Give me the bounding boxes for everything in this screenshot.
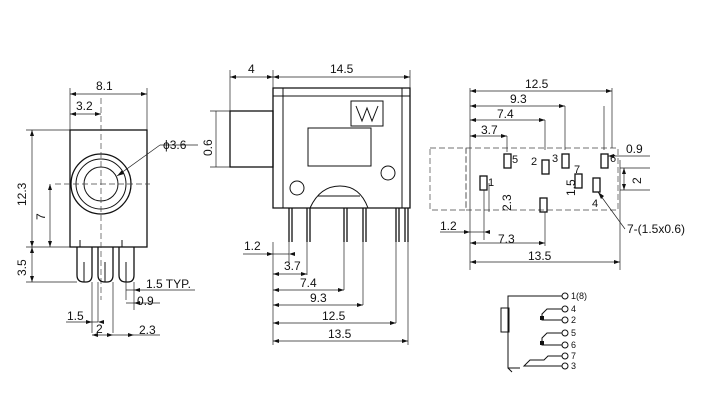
fp-dim-bottom-3: 13.5 [528, 249, 552, 263]
side-nose [229, 110, 274, 168]
schematic: 1(8) 4 2 5 6 7 3 [500, 291, 587, 373]
dim-pin-2: 3.7 [284, 259, 301, 273]
side-hole-right [380, 165, 396, 181]
dim-body-length: 14.5 [330, 62, 354, 76]
schematic-sleeve [500, 307, 510, 333]
slot-6 [600, 153, 609, 169]
dim-hole-dia: ϕ3.6 [163, 138, 187, 152]
fp-pin-2: 2 [531, 156, 537, 168]
fp-pin-7: 7 [574, 164, 580, 176]
sch-pin-2-circle [561, 316, 569, 324]
fp-dim-right-h: 2 [630, 177, 644, 184]
slot-5 [503, 153, 512, 169]
slot-3 [561, 153, 570, 169]
fp-dim-top-3: 7.4 [497, 107, 514, 121]
sch-label-5: 5 [571, 328, 576, 338]
slot-2 [541, 159, 550, 175]
dim-pin-left: 1.5 [67, 309, 84, 323]
fp-dim-slot-w: 1.5 [564, 179, 578, 196]
sch-pin-7-circle [561, 352, 569, 360]
sch-pin-5-circle [561, 329, 569, 337]
dim-pin-pitch-a: 2 [96, 322, 103, 336]
side-view: 4 14.5 0.6 1.2 3.7 7.4 9.3 [201, 62, 411, 345]
fp-dim-left-w: 2.3 [500, 194, 514, 211]
fp-dim-top-1: 12.5 [525, 77, 549, 91]
dim-pin-5: 12.5 [322, 309, 346, 323]
front-view: 8.1 3.2 ϕ3.6 12.3 7 3.5 [15, 79, 198, 337]
pcb-footprint: 12.5 9.3 7.4 3.7 5 2 3 6 1 7 [429, 77, 685, 270]
sch-pin-6-circle [561, 341, 569, 349]
sch-pin-3-circle [561, 362, 569, 370]
front-pin-1 [76, 247, 93, 283]
fp-dim-right-w: 0.9 [626, 142, 643, 156]
sch-pin-4-circle [561, 305, 569, 313]
dim-pin-width: 1.5 TYP. [146, 277, 191, 291]
front-pin-3 [118, 247, 135, 283]
dim-height-total: 12.3 [15, 182, 29, 206]
dim-pin-6: 13.5 [328, 327, 352, 341]
footprint-body-outline [465, 147, 619, 211]
side-bump [309, 185, 369, 209]
footprint-nose-outline [429, 147, 467, 211]
sch-label-6: 6 [571, 340, 576, 350]
sch-label-3: 3 [571, 361, 576, 371]
fp-dim-bottom-2: 7.3 [498, 232, 515, 246]
dim-pin-length: 3.5 [15, 259, 29, 276]
fp-dim-bottom-1: 1.2 [440, 219, 457, 233]
fp-pin-6: 6 [610, 153, 616, 165]
dim-nose-height: 0.6 [201, 139, 215, 156]
sch-label-4: 4 [571, 304, 576, 314]
dim-pin-thickness: 0.9 [137, 294, 154, 308]
side-pins [288, 208, 409, 242]
sch-label-2: 2 [571, 315, 576, 325]
fp-dim-top-4: 3.7 [481, 123, 498, 137]
fp-pin-3: 3 [552, 153, 558, 165]
sch-label-1: 1(8) [571, 291, 587, 301]
fp-slot-callout: 7-(1.5x0.6) [627, 222, 685, 236]
sch-label-7: 7 [571, 351, 576, 361]
front-pins [76, 247, 135, 283]
side-logo-box [350, 100, 384, 127]
sch-pin-1-circle [561, 292, 569, 300]
dim-pin-4: 9.3 [310, 291, 327, 305]
slot-7 [574, 173, 583, 189]
dim-pin-1: 1.2 [244, 239, 261, 253]
dim-pin-3: 7.4 [300, 276, 317, 290]
slot-4 [592, 177, 601, 193]
footprint-slots [479, 153, 609, 213]
front-pin-2 [97, 247, 114, 283]
dim-pin-pitch-b: 2.3 [139, 323, 156, 337]
slot-bottom [539, 197, 548, 213]
front-body-outline [69, 129, 148, 248]
fp-pin-5: 5 [512, 154, 518, 166]
fp-pin-1: 1 [488, 177, 494, 189]
side-body-outline [272, 87, 411, 209]
dim-center-offset: 3.2 [76, 99, 93, 113]
side-window [307, 127, 372, 167]
fp-pin-4: 4 [592, 198, 598, 210]
slot-1 [479, 175, 488, 191]
dim-nose-length: 4 [248, 62, 255, 76]
dim-center-height: 7 [34, 213, 48, 220]
side-hole-left [289, 180, 305, 196]
fp-dim-top-2: 9.3 [510, 92, 527, 106]
dim-width-top: 8.1 [96, 79, 113, 93]
